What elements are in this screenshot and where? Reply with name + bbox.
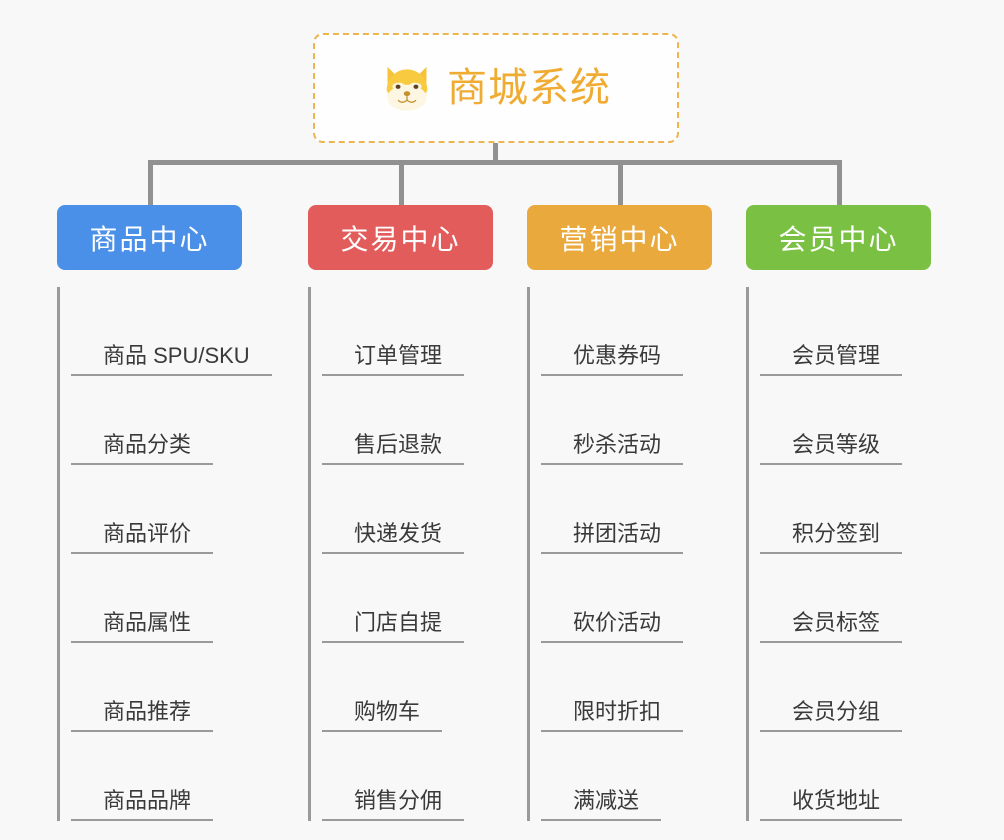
leaf-item[interactable]: 商品评价 (71, 465, 242, 554)
leaf-item[interactable]: 优惠券码 (541, 287, 712, 376)
leaf-item-label: 会员标签 (760, 610, 903, 643)
category-column-4: 会员中心会员管理会员等级积分签到会员标签会员分组收货地址 (746, 205, 931, 821)
root-node[interactable]: 商城系统 (313, 33, 679, 143)
leaf-item[interactable]: 会员分组 (760, 643, 931, 732)
leaf-item-label: 商品品牌 (71, 788, 214, 821)
leaf-item-label: 售后退款 (322, 432, 465, 465)
leaf-item[interactable]: 会员等级 (760, 376, 931, 465)
leaf-item[interactable]: 商品品牌 (71, 732, 242, 821)
connector-drop-2 (399, 160, 404, 205)
leaf-list-1: 商品 SPU/SKU 商品分类商品评价商品属性商品推荐商品品牌 (57, 287, 272, 821)
leaf-item[interactable]: 购物车 (322, 643, 493, 732)
leaf-item-label: 商品属性 (71, 610, 214, 643)
leaf-item[interactable]: 积分签到 (760, 465, 931, 554)
leaf-item[interactable]: 砍价活动 (541, 554, 712, 643)
leaf-item[interactable]: 商品属性 (71, 554, 242, 643)
shiba-dog-face-icon (386, 66, 428, 111)
leaf-item-label: 商品分类 (71, 432, 214, 465)
category-box-4[interactable]: 会员中心 (746, 205, 931, 270)
category-box-1[interactable]: 商品中心 (57, 205, 242, 270)
leaf-item[interactable]: 售后退款 (322, 376, 493, 465)
category-label: 会员中心 (778, 223, 899, 255)
leaf-item[interactable]: 收货地址 (760, 732, 931, 821)
leaf-item-label: 优惠券码 (541, 343, 684, 376)
category-label: 商品中心 (89, 223, 210, 255)
category-box-3[interactable]: 营销中心 (527, 205, 712, 270)
leaf-item[interactable]: 商品分类 (71, 376, 242, 465)
connector-root-stub (493, 143, 498, 163)
leaf-item-label: 商品推荐 (71, 699, 214, 732)
leaf-item-label: 收货地址 (760, 788, 903, 821)
connector-drop-3 (618, 160, 623, 205)
leaf-item[interactable]: 会员标签 (760, 554, 931, 643)
leaf-item[interactable]: 门店自提 (322, 554, 493, 643)
category-column-2: 交易中心订单管理售后退款快递发货门店自提购物车销售分佣 (308, 205, 493, 821)
leaf-item[interactable]: 快递发货 (322, 465, 493, 554)
leaf-item-label: 订单管理 (322, 343, 465, 376)
category-column-1: 商品中心商品 SPU/SKU 商品分类商品评价商品属性商品推荐商品品牌 (57, 205, 272, 821)
category-label: 交易中心 (340, 223, 461, 255)
leaf-item-label: 满减送 (541, 788, 662, 821)
leaf-item-label: 快递发货 (322, 521, 465, 554)
leaf-item[interactable]: 限时折扣 (541, 643, 712, 732)
leaf-item[interactable]: 会员管理 (760, 287, 931, 376)
connector-horizontal-bus (150, 160, 840, 165)
leaf-list-4: 会员管理会员等级积分签到会员标签会员分组收货地址 (746, 287, 931, 821)
connector-drop-1 (148, 160, 153, 205)
leaf-item-label: 会员管理 (760, 343, 903, 376)
leaf-item-label: 购物车 (322, 699, 443, 732)
leaf-item-label: 销售分佣 (322, 788, 465, 821)
leaf-list-2: 订单管理售后退款快递发货门店自提购物车销售分佣 (308, 287, 493, 821)
connector-drop-4 (837, 160, 842, 205)
leaf-list-3: 优惠券码秒杀活动拼团活动砍价活动限时折扣满减送 (527, 287, 712, 821)
leaf-item-label: 门店自提 (322, 610, 465, 643)
leaf-item-label: 会员分组 (760, 699, 903, 732)
leaf-item-label: 砍价活动 (541, 610, 684, 643)
leaf-item-label: 会员等级 (760, 432, 903, 465)
leaf-item-label: 秒杀活动 (541, 432, 684, 465)
leaf-item-label: 限时折扣 (541, 699, 684, 732)
leaf-item-label: 商品 SPU/SKU (71, 343, 272, 376)
category-column-3: 营销中心优惠券码秒杀活动拼团活动砍价活动限时折扣满减送 (527, 205, 712, 821)
category-label: 营销中心 (559, 223, 680, 255)
root-title: 商城系统 (447, 66, 611, 110)
leaf-item[interactable]: 满减送 (541, 732, 712, 821)
leaf-item[interactable]: 秒杀活动 (541, 376, 712, 465)
leaf-item[interactable]: 销售分佣 (322, 732, 493, 821)
leaf-item[interactable]: 订单管理 (322, 287, 493, 376)
leaf-item[interactable]: 拼团活动 (541, 465, 712, 554)
leaf-item-label: 商品评价 (71, 521, 214, 554)
leaf-item-label: 积分签到 (760, 521, 903, 554)
leaf-item-label: 拼团活动 (541, 521, 684, 554)
leaf-item[interactable]: 商品 SPU/SKU (71, 287, 272, 376)
category-box-2[interactable]: 交易中心 (308, 205, 493, 270)
leaf-item[interactable]: 商品推荐 (71, 643, 242, 732)
